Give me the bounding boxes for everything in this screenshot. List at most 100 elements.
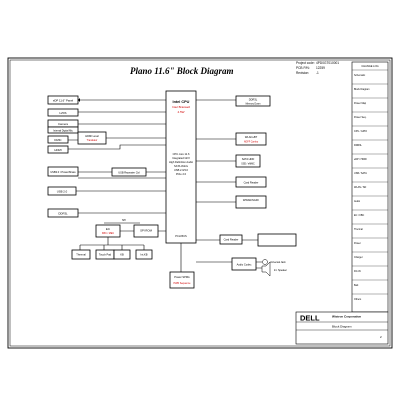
hdmi-link	[68, 137, 166, 150]
cpu-feature-1: Integrated GFX	[172, 156, 190, 160]
svg-text:USB3.0 / PowerShare: USB3.0 / PowerShare	[50, 170, 76, 174]
audio-codec-block: Audio Codec	[231, 257, 257, 271]
cpu-name: Intel CPU	[173, 100, 190, 104]
cpu-sub: Intel Braswell	[172, 105, 190, 109]
left-block-ddr: DDR3L	[47, 208, 79, 218]
svg-text:DMIC: DMIC	[54, 138, 61, 142]
company-name: Wistron Corporation	[332, 315, 361, 319]
sheet-number: 2	[380, 335, 382, 339]
right-block-wwan: WWAN/NGFF	[235, 195, 267, 209]
revision-value: -1	[316, 71, 319, 75]
edp-arrow	[78, 98, 80, 102]
revision-label: Revision:	[296, 71, 309, 75]
svg-text:Internal Digital Mic: Internal Digital Mic	[53, 130, 73, 133]
revision-row-label: USB / SATA	[354, 172, 367, 175]
svg-text:Camera: Camera	[58, 122, 68, 126]
document-name: Block Diagram	[332, 325, 352, 329]
usb30-link	[78, 171, 166, 179]
svg-text:Thermal: Thermal	[76, 253, 86, 257]
svg-text:USB 2.0: USB 2.0	[57, 190, 68, 194]
hdmi-level-shifter: HDMI Level Translator	[77, 131, 107, 145]
sd-slot-block	[257, 233, 297, 247]
left-block-usb30: USB3.0 / PowerShare	[47, 166, 79, 177]
revision-row-label: Schematic	[354, 74, 366, 77]
svg-text:Touch Pad: Touch Pad	[99, 253, 112, 257]
cpu-block: Intel CPU Intel Braswell 4.5W CPU core 1…	[165, 90, 197, 244]
thermal-block: Thermal	[71, 249, 91, 260]
svg-text:DDR3L: DDR3L	[249, 98, 258, 102]
speaker-label: Int. Speaker	[274, 269, 287, 272]
svg-text:Card Reader: Card Reader	[224, 238, 239, 242]
speaker-icon	[261, 261, 271, 277]
power-block: Power SPRG PWR Sequence	[169, 271, 195, 289]
project-code-label: Project code:	[296, 61, 315, 65]
inner-border	[9, 59, 391, 347]
revision-row-label: Power Map	[354, 102, 367, 105]
svg-text:PWR Sequence: PWR Sequence	[173, 282, 191, 285]
touchpad-block: Touch Pad	[95, 249, 115, 260]
svg-text:Int.KB: Int.KB	[140, 253, 147, 257]
cpu-feature-3: SATA 3Gb/s	[174, 164, 189, 168]
ec-links	[79, 222, 166, 250]
project-code-value: 4PD0GT010001	[316, 61, 339, 65]
left-block-dmic: DMIC	[47, 135, 69, 144]
cpu-tdp: 4.5W	[177, 110, 184, 114]
left-block-lvds: LVDS	[47, 108, 79, 117]
pcb-label: PCB P/N:	[296, 66, 310, 70]
revision-row-label: DC-IN	[354, 270, 361, 273]
revision-table-header: CHANGE LOG	[361, 64, 378, 68]
cpu-feature-4: USB 2.0/3.0	[174, 168, 189, 172]
left-block-camera: Camera	[47, 119, 79, 128]
svg-text:SSD / eMMC: SSD / eMMC	[241, 164, 255, 166]
svg-text:LVDS: LVDS	[59, 111, 66, 115]
left-block-mic: Internal Digital Mic	[47, 126, 79, 134]
right-block-ssd: SATA HDD SSD / eMMC	[235, 154, 261, 168]
revision-row-label: Others	[354, 298, 362, 301]
svg-text:WWAN/NGFF: WWAN/NGFF	[243, 198, 260, 202]
revision-row-label: Power	[354, 242, 361, 245]
svg-text:SPI ROM: SPI ROM	[140, 229, 152, 233]
right-block-wlan: WLAN+BT NGFF Combo	[235, 132, 267, 146]
revision-row-label: EC / KBC	[354, 214, 365, 217]
svg-text:Audio Codec: Audio Codec	[237, 263, 253, 267]
jack-icon	[262, 259, 268, 265]
kb-block: KB	[113, 249, 131, 260]
universal-jack-label: Universal Jack	[270, 261, 286, 264]
card-reader-block: Card Reader	[219, 234, 243, 245]
svg-text:WLAN+BT: WLAN+BT	[245, 135, 258, 139]
title-block: DELL Wistron Corporation Block Diagram 2	[295, 311, 389, 345]
svg-text:DDR3L: DDR3L	[58, 212, 68, 216]
left-block-hdmi: HDMI	[47, 145, 69, 154]
right-block-ddr3: DDR3L Memory Down	[235, 95, 271, 107]
revision-row-label: DDR3L	[354, 144, 363, 147]
svg-text:Power SPRG: Power SPRG	[174, 275, 189, 279]
svg-text:Translator: Translator	[87, 139, 98, 142]
svg-text:Card Reader: Card Reader	[244, 181, 259, 185]
left-block-usb20: USB 2.0	[47, 186, 77, 196]
cpu-feature-2: High Definition Audio	[169, 160, 194, 164]
svg-text:EC: EC	[106, 227, 111, 231]
revision-row-label: Audio	[354, 200, 361, 203]
cpu-feature-0: CPU core 11.6	[173, 152, 190, 156]
svg-text:NGFF Combo: NGFF Combo	[244, 142, 259, 144]
audio-link	[196, 261, 262, 269]
diagram-title: Plano 11.6" Block Diagram	[130, 66, 234, 76]
usb-repeater: USB Repeater Ctrl	[111, 167, 147, 177]
revision-row-label: Power Seq.	[354, 116, 367, 119]
revision-row-label: Batt	[354, 284, 359, 287]
pcb-value: 12259	[316, 66, 325, 70]
left-block-edp: eDP 11.6" Panel	[47, 95, 79, 105]
svg-text:USB Repeater Ctrl: USB Repeater Ctrl	[118, 171, 140, 175]
right-block-sdcard: Card Reader	[235, 176, 267, 188]
revision-row-label: WLAN / SD	[354, 186, 366, 189]
svg-text:KB: KB	[120, 253, 124, 257]
svg-text:KBC / MEC: KBC / MEC	[102, 232, 114, 235]
svg-text:HDMI: HDMI	[54, 148, 61, 152]
svg-text:HDMI Level: HDMI Level	[85, 134, 99, 138]
revision-row-label: CPU / GPIO	[354, 130, 367, 133]
revision-row-label: eDP / HDMI	[354, 158, 367, 161]
spi-bus-label: SPI	[122, 219, 126, 222]
svg-text:SATA HDD: SATA HDD	[242, 157, 255, 161]
